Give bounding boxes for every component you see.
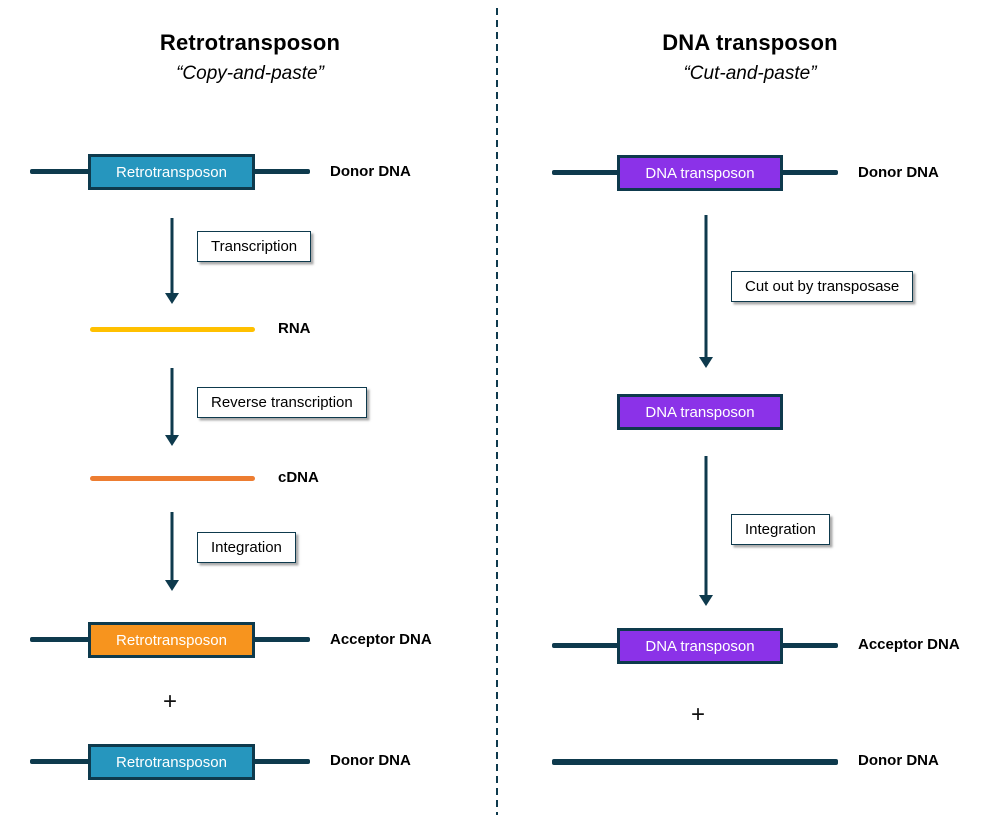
dna-transposon-excised-gene-box: DNA transposon [617,394,783,430]
right-acceptor-dna-label: Acceptor DNA [858,636,960,653]
retrotransposon-donor-gene-box: Retrotransposon [88,154,255,190]
dna-transposon-acceptor-gene-box-label: DNA transposon [645,637,755,655]
left-integration-arrow-down [165,512,179,591]
cdna-label: cDNA [278,469,319,486]
dna-transposon-donor-gene-box-label: DNA transposon [645,164,755,182]
left-integration-step-label: Integration [197,532,296,563]
retrotransposon-acceptor-gene-box-label: Retrotransposon [116,631,227,649]
dna-transposon-donor-gene-box: DNA transposon [617,155,783,191]
right-donor-dna-bottom-label: Donor DNA [858,752,939,769]
retrotransposon-title-block: Retrotransposon “Copy-and-paste” [0,30,500,85]
retrotransposon-donor-gene-box-label: Retrotransposon [116,163,227,181]
rna-label: RNA [278,320,311,337]
transcription-step-label: Transcription [197,231,312,262]
right-plus-sign: + [691,701,706,728]
right-donor-dna-label: Donor DNA [858,164,939,181]
right-donor-dna-empty-line [552,759,838,765]
dna-transposon-excised-gene-box-label: DNA transposon [645,403,755,421]
cut-out-step-label: Cut out by transposase [731,271,914,302]
reverse-transcription-step-label: Reverse transcription [197,387,367,418]
right-integration-arrow-down [699,456,713,606]
dna-transposon-title: DNA transposon [662,30,838,55]
center-dashed-divider [496,8,498,815]
retrotransposon-acceptor-gene-box: Retrotransposon [88,622,255,658]
dna-transposon-acceptor-gene-box: DNA transposon [617,628,783,664]
dna-transposon-subtitle: “Cut-and-paste” [683,63,817,84]
retrotransposon-donor-bottom-gene-box-label: Retrotransposon [116,753,227,771]
rna-strand-line [90,327,255,332]
dna-transposon-title-block: DNA transposon “Cut-and-paste” [500,30,1000,85]
left-donor-dna-label: Donor DNA [330,163,411,180]
cdna-strand-line [90,476,255,481]
reverse-transcription-arrow-down [165,368,179,446]
left-acceptor-dna-label: Acceptor DNA [330,631,432,648]
left-plus-sign: + [163,688,178,715]
transcription-arrow-down [165,218,179,304]
retrotransposon-donor-bottom-gene-box: Retrotransposon [88,744,255,780]
right-integration-step-label: Integration [731,514,830,545]
retrotransposon-subtitle: “Copy-and-paste” [176,63,324,84]
retrotransposon-title: Retrotransposon [159,30,341,55]
left-donor-dna-bottom-label: Donor DNA [330,752,411,769]
cut-out-arrow-down [699,215,713,368]
